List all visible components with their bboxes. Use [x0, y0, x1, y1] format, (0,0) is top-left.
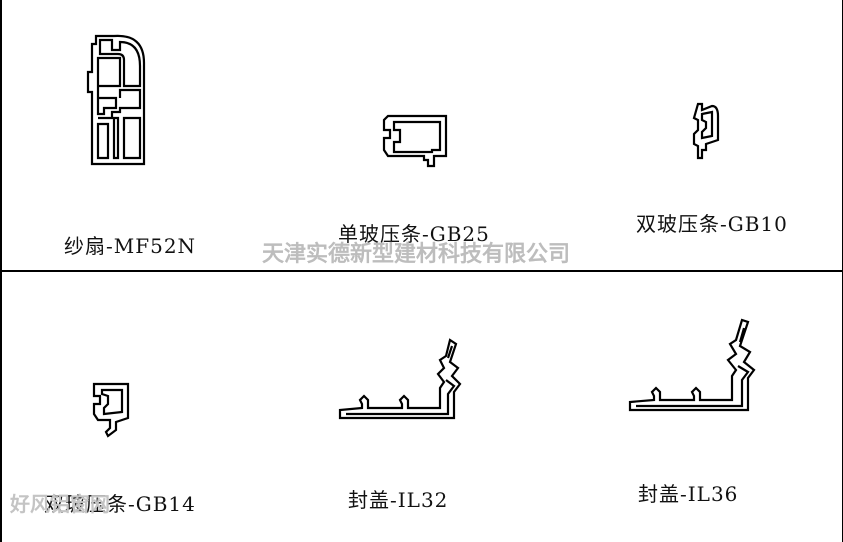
profile-label-il32: 封盖-IL32	[348, 488, 449, 512]
profile-drawing-gb25	[380, 108, 452, 172]
profile-drawing-mf52n	[76, 28, 156, 168]
profile-label-gb10: 双玻压条-GB10	[636, 212, 788, 236]
profile-drawing-il32	[336, 338, 464, 422]
company-watermark: 天津实德新型建材科技有限公司	[262, 242, 571, 267]
profile-label-gb25: 单玻压条-GB25	[338, 222, 490, 246]
section-divider	[0, 270, 843, 272]
profile-drawing-gb10	[690, 100, 722, 162]
site-watermark: 好风铝窗网	[10, 492, 110, 516]
profile-drawing-il36	[626, 318, 756, 414]
profile-label-il36: 封盖-IL36	[638, 482, 739, 506]
profile-label-gb14: 双玻压条-GB14	[44, 492, 196, 516]
profile-drawing-gb14	[90, 380, 134, 440]
profile-label-mf52n: 纱扇-MF52N	[64, 234, 197, 258]
